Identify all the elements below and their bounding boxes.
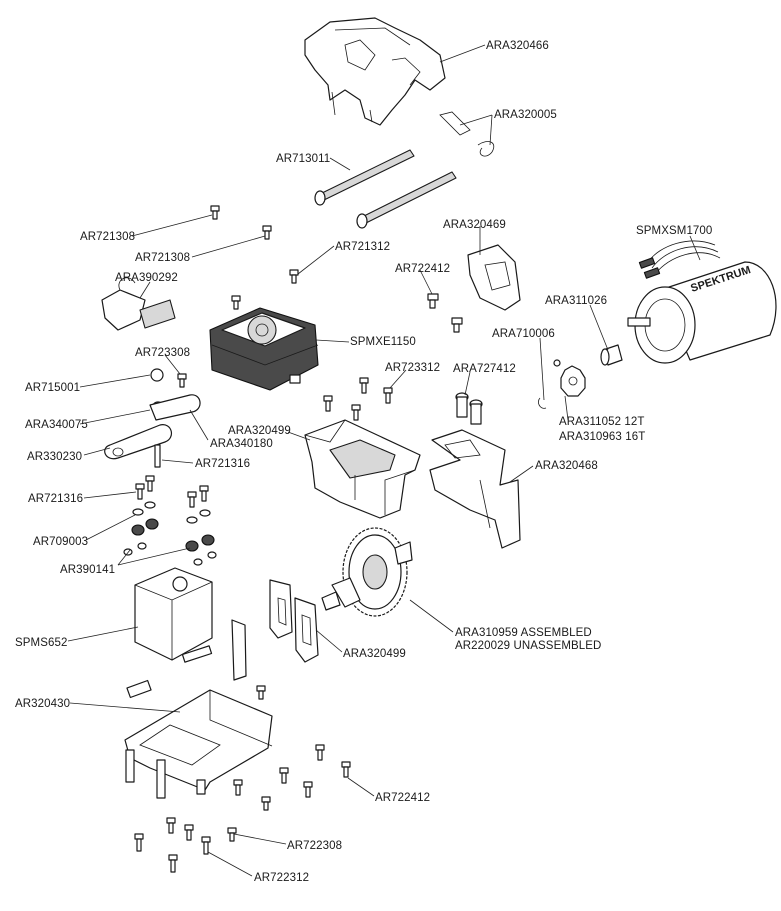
label-ar390141: AR390141 [60, 564, 115, 576]
label-ar722412-a: AR722412 [395, 263, 450, 275]
label-ar722412-b: AR722412 [375, 792, 430, 804]
esc-part [209, 307, 319, 391]
label-spmxsm1700: SPMXSM1700 [636, 225, 712, 237]
left-screws-bearings [123, 475, 217, 566]
screw-parts-top [210, 205, 463, 333]
body-clip-part [439, 111, 495, 157]
pinion-spacer-part [600, 344, 623, 366]
hinge-pin-parts [314, 149, 457, 229]
label-ara320469: ARA320469 [443, 219, 506, 231]
label-ar723312: AR723312 [385, 362, 440, 374]
gearbox-side-plates-part [231, 579, 319, 681]
label-ar715001: AR715001 [25, 382, 80, 394]
part-labels: ARA320466 ARA320005 AR713011 AR721308 AR… [15, 40, 712, 884]
label-ara727412: ARA727412 [453, 363, 516, 375]
leader-lines [67, 44, 701, 877]
connector-part [101, 277, 176, 331]
label-ara310963: ARA310963 16T [559, 431, 645, 443]
label-ar713011: AR713011 [276, 153, 330, 165]
label-ar320430: AR320430 [15, 698, 70, 710]
label-ara340180: ARA340180 [210, 438, 273, 450]
label-ara390292: ARA390292 [115, 272, 178, 284]
motor-part: SPEKTRUM [627, 240, 777, 364]
label-ara340075: ARA340075 [25, 419, 88, 431]
label-ar722308: AR722308 [287, 840, 342, 852]
label-ar721308-a: AR721308 [80, 231, 135, 243]
label-ar722312: AR722312 [254, 872, 309, 884]
label-spmxe1150: SPMXE1150 [350, 336, 416, 348]
spur-gear-part [321, 527, 413, 617]
label-ara320499-a: ARA320499 [228, 425, 291, 437]
motor-mount-cap-part [467, 244, 521, 311]
label-ar721316-b: AR721316 [28, 493, 83, 505]
gearbox-housing-part [304, 377, 421, 519]
label-ara320468: ARA320468 [535, 460, 598, 472]
top-mount-part [304, 17, 446, 126]
servo-saver-hardware [104, 368, 201, 468]
posts-part [455, 392, 483, 425]
servo-part [134, 567, 213, 663]
label-ar723308: AR723308 [135, 347, 190, 359]
motor-plate-part [429, 429, 521, 549]
label-ar709003: AR709003 [33, 536, 88, 548]
label-spms652: SPMS652 [15, 637, 67, 649]
chassis-plate-part [124, 679, 273, 799]
label-ara310959: ARA310959 ASSEMBLED [455, 627, 592, 639]
label-ara311052: ARA311052 12T [559, 416, 644, 428]
label-ar330230: AR330230 [27, 451, 82, 463]
label-ara710006: ARA710006 [492, 328, 555, 340]
label-ara311026: ARA311026 [545, 295, 607, 307]
label-ar220029: AR220029 UNASSEMBLED [455, 640, 601, 652]
label-ar721308-b: AR721308 [135, 252, 190, 264]
label-ara320499-b: ARA320499 [343, 648, 406, 660]
label-ara320005: ARA320005 [494, 109, 557, 121]
label-ar721316-a: AR721316 [195, 458, 250, 470]
label-ara320466: ARA320466 [486, 40, 549, 52]
bottom-screws-parts [134, 744, 351, 873]
pinion-gear-part [538, 359, 586, 409]
label-ar721312: AR721312 [335, 241, 390, 253]
